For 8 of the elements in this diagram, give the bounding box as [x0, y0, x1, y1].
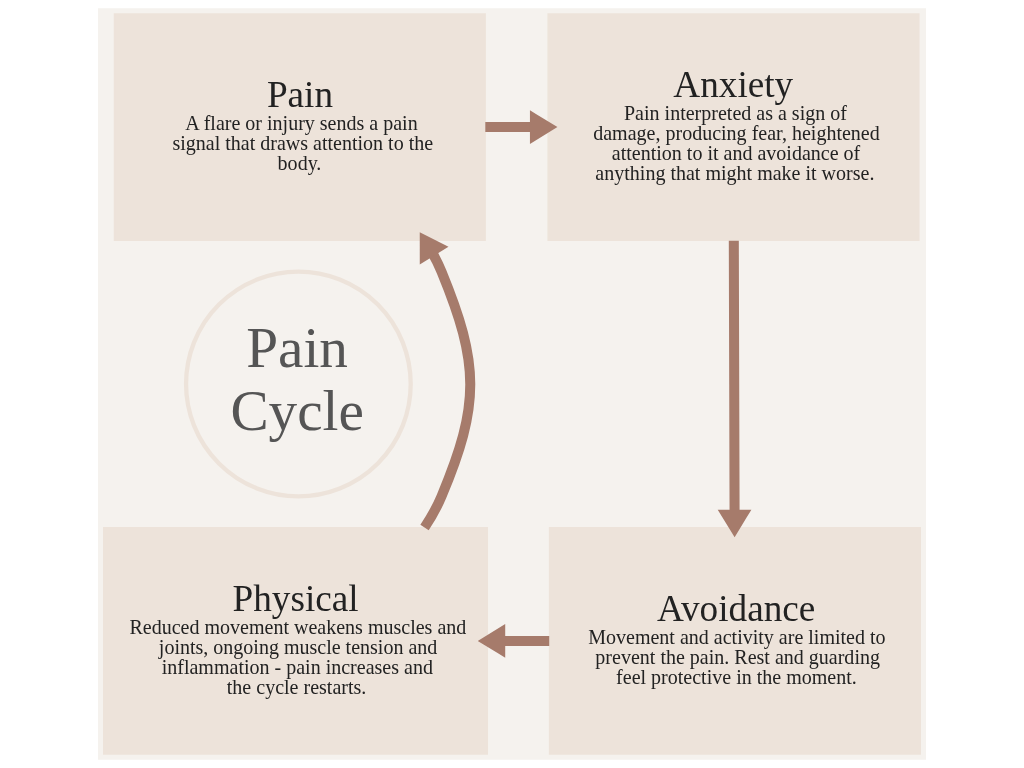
node-box: Anxiety Pain interpreted as a sign of damage, producing fear, heightened attention to it and avoidance of anything that might make it worse.	[547, 13, 920, 241]
arrow	[717, 240, 752, 538]
arrow	[477, 624, 550, 658]
node-box: Avoidance Movement and activity are limited to prevent the pain. Rest and guarding feel protective in the moment.	[548, 527, 921, 755]
node-box: Physical Reduced movement weakens muscles and joints, ongoing muscle tension and inflammation - pain increases and the cycle restarts.	[103, 527, 489, 755]
node-box: Pain A flare or injury sends a pain signal that draws attention to the body.	[113, 13, 486, 241]
arrow	[485, 110, 558, 144]
arrow	[419, 232, 476, 531]
